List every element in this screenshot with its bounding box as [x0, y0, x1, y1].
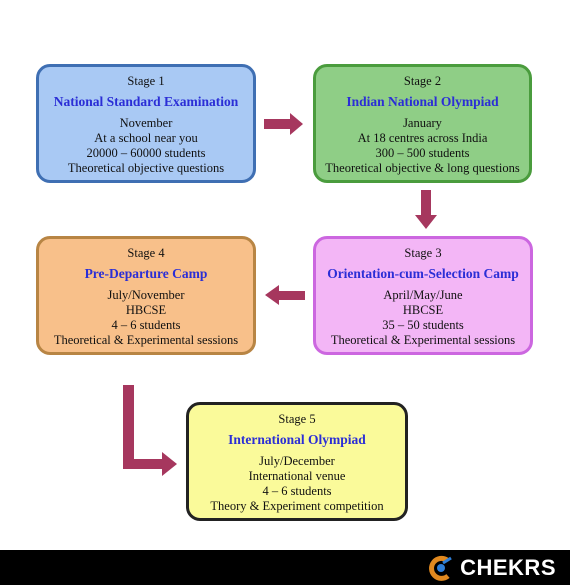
- stage-detail-when: January: [403, 116, 442, 130]
- stage-number: Stage 4: [127, 246, 165, 260]
- stage-title: Pre-Departure Camp: [84, 266, 208, 281]
- stage-detail-where: At a school near you: [94, 131, 198, 145]
- stage-detail-where: HBCSE: [125, 303, 167, 317]
- stage-detail-format: Theoretical objective & long questions: [325, 161, 520, 175]
- stage-detail-format: Theoretical objective questions: [67, 161, 225, 175]
- stage-detail-when: July/December: [259, 454, 335, 468]
- arrow-down-icon: [415, 190, 437, 229]
- stage-detail-count: 20000 – 60000 students: [86, 146, 206, 160]
- stage-detail-when: November: [119, 116, 173, 130]
- stage-4-box: Stage 4 Pre-Departure Camp July/November…: [36, 236, 256, 355]
- stage-title: International Olympiad: [228, 432, 366, 447]
- stage-title: National Standard Examination: [53, 94, 239, 109]
- stage-detail-where: HBCSE: [402, 303, 444, 317]
- stage-detail-when: April/May/June: [383, 288, 463, 302]
- stage-detail-count: 4 – 6 students: [111, 318, 181, 332]
- brand-logo: CHEKRS: [427, 554, 556, 582]
- stage-detail-format: Theoretical & Experimental sessions: [53, 333, 239, 347]
- footer-bar: CHEKRS: [0, 550, 570, 585]
- stage-1-box: Stage 1 National Standard Examination No…: [36, 64, 256, 183]
- stage-5-box: Stage 5 International Olympiad July/Dece…: [186, 402, 408, 521]
- stage-detail-when: July/November: [107, 288, 185, 302]
- stage-detail-format: Theory & Experiment competition: [210, 499, 384, 513]
- stage-detail-where: International venue: [248, 469, 346, 483]
- stage-detail-count: 300 – 500 students: [375, 146, 470, 160]
- arrow-left-icon: [265, 285, 305, 305]
- arrow-right-icon: [264, 113, 303, 135]
- brand-name: CHEKRS: [460, 555, 556, 580]
- flow-arrows: [123, 113, 437, 476]
- stage-number: Stage 5: [278, 412, 316, 426]
- stage-2-box: Stage 2 Indian National Olympiad January…: [313, 64, 532, 183]
- stage-number: Stage 1: [127, 74, 165, 88]
- stage-title: Orientation-cum-Selection Camp: [327, 266, 519, 281]
- stage-detail-count: 4 – 6 students: [262, 484, 332, 498]
- stage-detail-count: 35 – 50 students: [382, 318, 464, 332]
- arrow-l-turn-icon: [123, 385, 177, 476]
- stage-detail-where: At 18 centres across India: [357, 131, 488, 145]
- stage-3-box: Stage 3 Orientation-cum-Selection Camp A…: [313, 236, 533, 355]
- stage-number: Stage 2: [403, 74, 442, 88]
- stage-number: Stage 3: [404, 246, 442, 260]
- chekrs-logo-icon: [429, 555, 452, 581]
- stage-detail-format: Theoretical & Experimental sessions: [330, 333, 516, 347]
- stage-title: Indian National Olympiad: [346, 94, 499, 109]
